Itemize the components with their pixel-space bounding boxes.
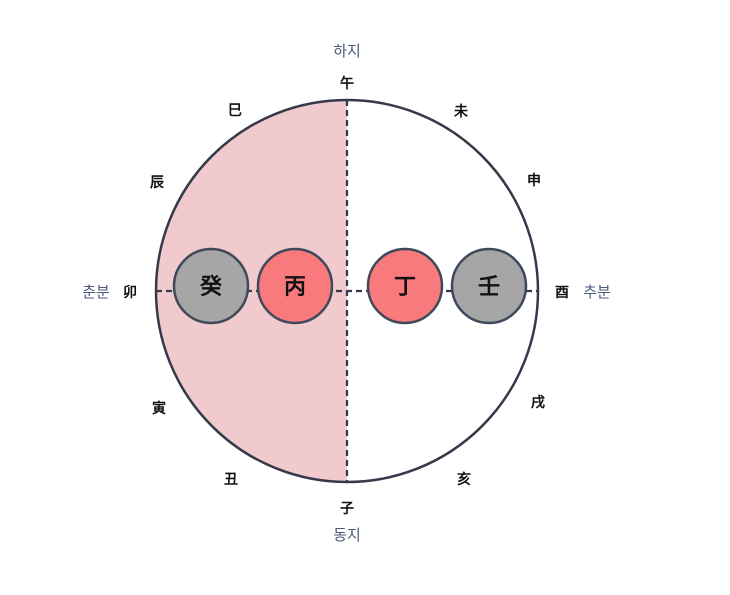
branch-label-wu: 午	[340, 75, 354, 92]
stem-label-ding: 丁	[394, 274, 416, 300]
branch-label-you: 酉	[555, 285, 569, 301]
branch-label-xu: 戌	[531, 394, 545, 411]
branch-label-mao: 卯	[123, 285, 137, 301]
branch-label-wei: 未	[454, 103, 469, 120]
stem-circle-bing	[256, 247, 334, 325]
stem-label-ren: 壬	[478, 274, 500, 300]
branch-label-hai: 亥	[457, 471, 471, 488]
stem-circle-ren	[450, 247, 528, 325]
branch-label-chou: 丑	[224, 472, 238, 488]
stem-circle-gui	[172, 247, 250, 325]
branch-label-zi: 子	[340, 501, 354, 517]
branch-label-shen: 申	[527, 172, 541, 189]
season-label-summer-solstice: 하지	[333, 42, 361, 60]
stem-label-bing: 丙	[284, 274, 306, 300]
stem-label-gui: 癸	[199, 274, 223, 300]
season-label-spring-equinox: 춘분	[82, 283, 110, 301]
branch-label-chen: 辰	[150, 175, 165, 191]
season-label-autumn-equinox: 추분	[583, 283, 611, 301]
season-label-winter-solstice: 동지	[333, 526, 361, 544]
stem-circle-ding	[366, 247, 444, 325]
branch-label-si: 巳	[228, 103, 242, 119]
branch-label-yin: 寅	[152, 400, 166, 417]
